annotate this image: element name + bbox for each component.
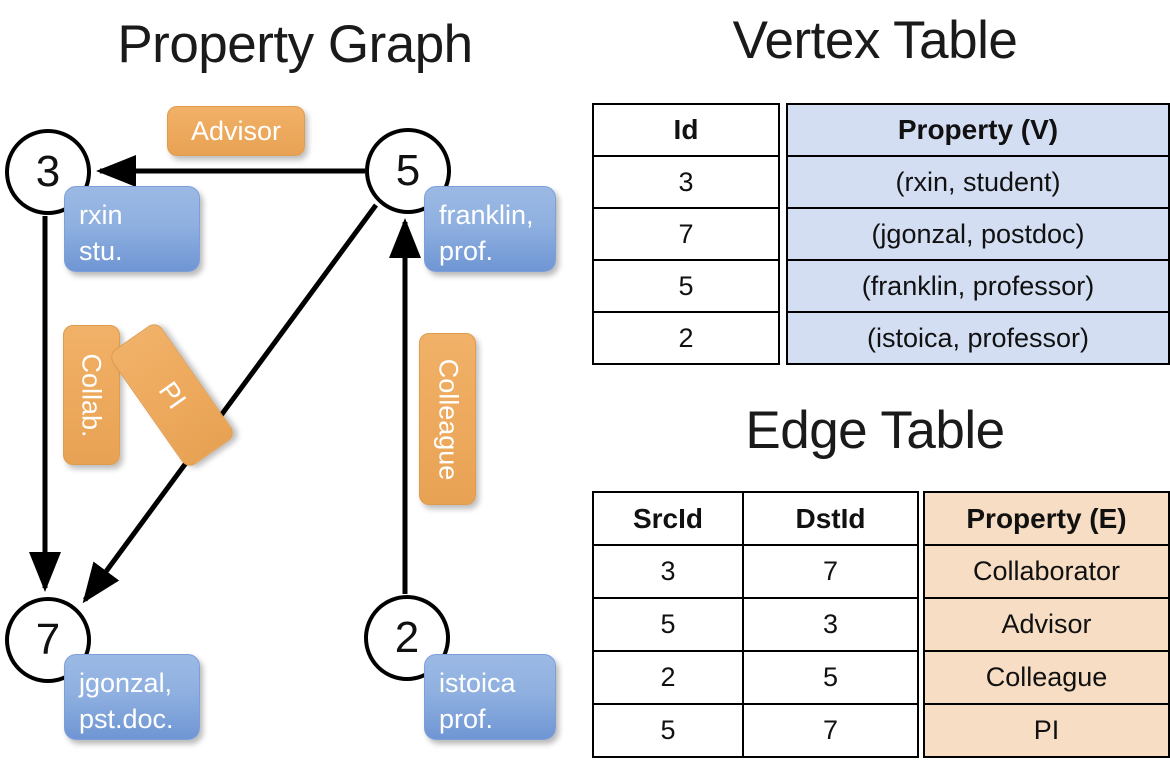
edge-label-advisor-text: Advisor (190, 115, 282, 146)
edge-cell-dstid: 5 (742, 650, 919, 705)
graph-edges-svg (29, 155, 421, 604)
table-row[interactable]: 2 5 Colleague (592, 650, 1170, 705)
table-row[interactable]: 2 (istoica, professor) (592, 311, 1170, 365)
vertex-table-gap (779, 260, 787, 312)
graph-node-3-property: rxin stu. (64, 186, 200, 272)
graph-node-3-label: 3 (35, 147, 61, 196)
edge-cell-dstid: 3 (742, 597, 919, 652)
vertex-cell-property: (istoica, professor) (786, 311, 1170, 365)
graph-node-2-label: 2 (394, 613, 420, 662)
vertex-table-gap (779, 104, 787, 156)
edge-label-collab: Collab. (63, 325, 120, 465)
table-row[interactable]: 5 (franklin, professor) (592, 259, 1170, 313)
edge-cell-srcid: 5 (592, 703, 744, 758)
edge-table-header-srcid: SrcId (592, 491, 744, 546)
edge-cell-property: Collaborator (923, 544, 1170, 599)
vertex-table-header-row: Id Property (V) (592, 103, 1170, 157)
page-title-property-graph: Property Graph (117, 15, 473, 74)
edge-label-colleague-text: Colleague (433, 358, 463, 480)
table-row[interactable]: 3 7 Collaborator (592, 544, 1170, 599)
graph-node-7-label: 7 (35, 615, 61, 664)
vertex-table-gap (779, 156, 787, 208)
property-graph-diagram: 3 rxin stu. 5 franklin, prof. 7 jgonzal,… (0, 0, 580, 760)
edge-cell-dstid: 7 (742, 544, 919, 599)
vertex-cell-id: 2 (592, 311, 780, 365)
edge-cell-property: Colleague (923, 650, 1170, 705)
edge-cell-srcid: 2 (592, 650, 744, 705)
vertex-cell-id: 7 (592, 207, 780, 261)
edge-label-advisor: Advisor (167, 106, 305, 156)
vertex-table-header-id: Id (592, 103, 780, 157)
graph-node-5-label: 5 (395, 146, 421, 195)
edge-cell-srcid: 5 (592, 597, 744, 652)
edge-cell-property: Advisor (923, 597, 1170, 652)
vertex-table-gap (779, 208, 787, 260)
vertex-table: Id Property (V) 3 (rxin, student) 7 (jgo… (592, 103, 1170, 365)
vertex-cell-property: (rxin, student) (786, 155, 1170, 209)
edge-label-pi-text: PI (152, 375, 193, 414)
page-title-vertex-table: Vertex Table (732, 11, 1018, 70)
edge-5-to-7-pi (82, 203, 379, 604)
table-row[interactable]: 5 7 PI (592, 703, 1170, 758)
edge-table: SrcId DstId Property (E) 3 7 Collaborato… (592, 491, 1170, 758)
table-row[interactable]: 3 (rxin, student) (592, 155, 1170, 209)
edge-cell-srcid: 3 (592, 544, 744, 599)
graph-node-5[interactable] (365, 128, 451, 214)
vertex-table-header-property: Property (V) (786, 103, 1170, 157)
edge-cell-property: PI (923, 703, 1170, 758)
graph-node-5-property: franklin, prof. (424, 186, 556, 272)
graph-node-2-property: istoica prof. (424, 654, 556, 740)
vertex-cell-property: (franklin, professor) (786, 259, 1170, 313)
edge-label-collab-text: Collab. (77, 352, 108, 438)
edge-table-header-dstid: DstId (742, 491, 919, 546)
edge-cell-dstid: 7 (742, 703, 919, 758)
vertex-cell-id: 3 (592, 155, 780, 209)
page-title-edge-table: Edge Table (745, 401, 1005, 460)
edge-table-header-row: SrcId DstId Property (E) (592, 491, 1170, 546)
vertex-cell-id: 5 (592, 259, 780, 313)
vertex-cell-property: (jgonzal, postdoc) (786, 207, 1170, 261)
table-row[interactable]: 5 3 Advisor (592, 597, 1170, 652)
graph-node-7-property: jgonzal, pst.doc. (64, 654, 200, 740)
edge-table-header-property: Property (E) (923, 491, 1170, 546)
vertex-table-gap (779, 312, 787, 364)
graph-node-2[interactable] (364, 595, 450, 681)
edge-label-colleague: Colleague (419, 333, 476, 505)
table-row[interactable]: 7 (jgonzal, postdoc) (592, 207, 1170, 261)
